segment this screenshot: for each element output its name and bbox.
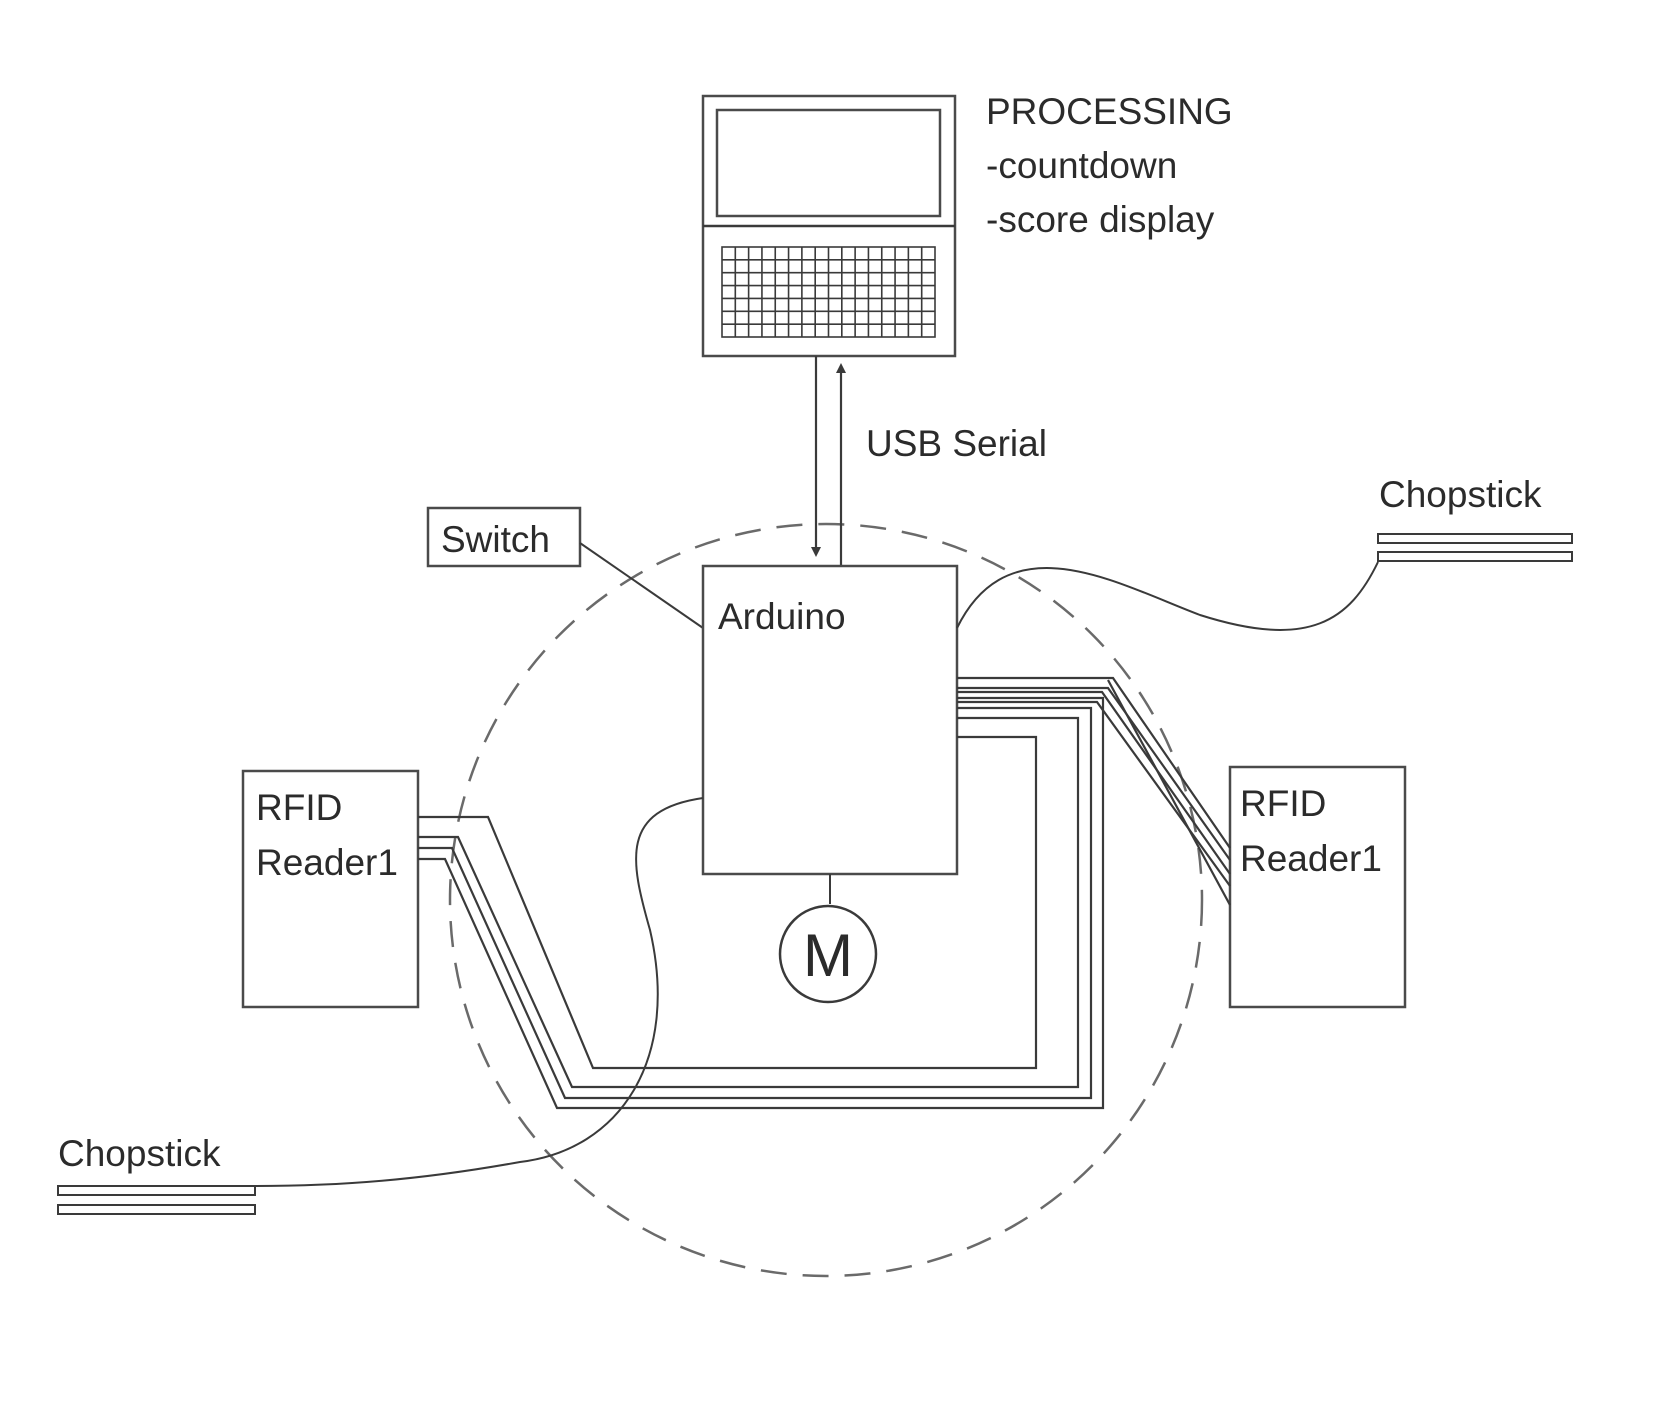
motor-label: M [803, 922, 853, 989]
rfid-right-line2: Reader1 [1240, 838, 1382, 879]
chopstick-left-label: Chopstick [58, 1133, 221, 1174]
wire-bundle-right [957, 676, 1231, 906]
rfid-right-line1: RFID [1240, 783, 1326, 824]
arduino-label: Arduino [718, 596, 846, 637]
processing-item-score-display: -score display [986, 199, 1215, 240]
laptop-icon [701, 94, 957, 358]
arduino-board [701, 564, 959, 876]
chopstick-right-icon [1377, 533, 1573, 562]
chopstick-right-label: Chopstick [1379, 474, 1542, 515]
wire-bundle-left [418, 696, 1105, 1110]
processing-item-countdown: -countdown [986, 145, 1177, 186]
play-area-dashed-circle [448, 522, 1204, 1278]
switch-label: Switch [441, 519, 550, 560]
rfid-reader-left [241, 769, 420, 1009]
chopstick-wire-right [956, 561, 1379, 631]
rfid-reader-right [1228, 765, 1407, 1009]
rfid-left-line1: RFID [256, 787, 342, 828]
rfid-left-line2: Reader1 [256, 842, 398, 883]
switch-box [426, 506, 582, 568]
keyboard-grid [721, 246, 936, 338]
usb-serial-link [811, 356, 846, 566]
chopstick-wire-left [255, 797, 704, 1187]
chopstick-left-icon [57, 1185, 256, 1215]
usb-serial-label: USB Serial [866, 423, 1047, 464]
motor-icon [778, 904, 878, 1004]
switch-wire [579, 542, 704, 629]
processing-title: PROCESSING [986, 91, 1233, 132]
